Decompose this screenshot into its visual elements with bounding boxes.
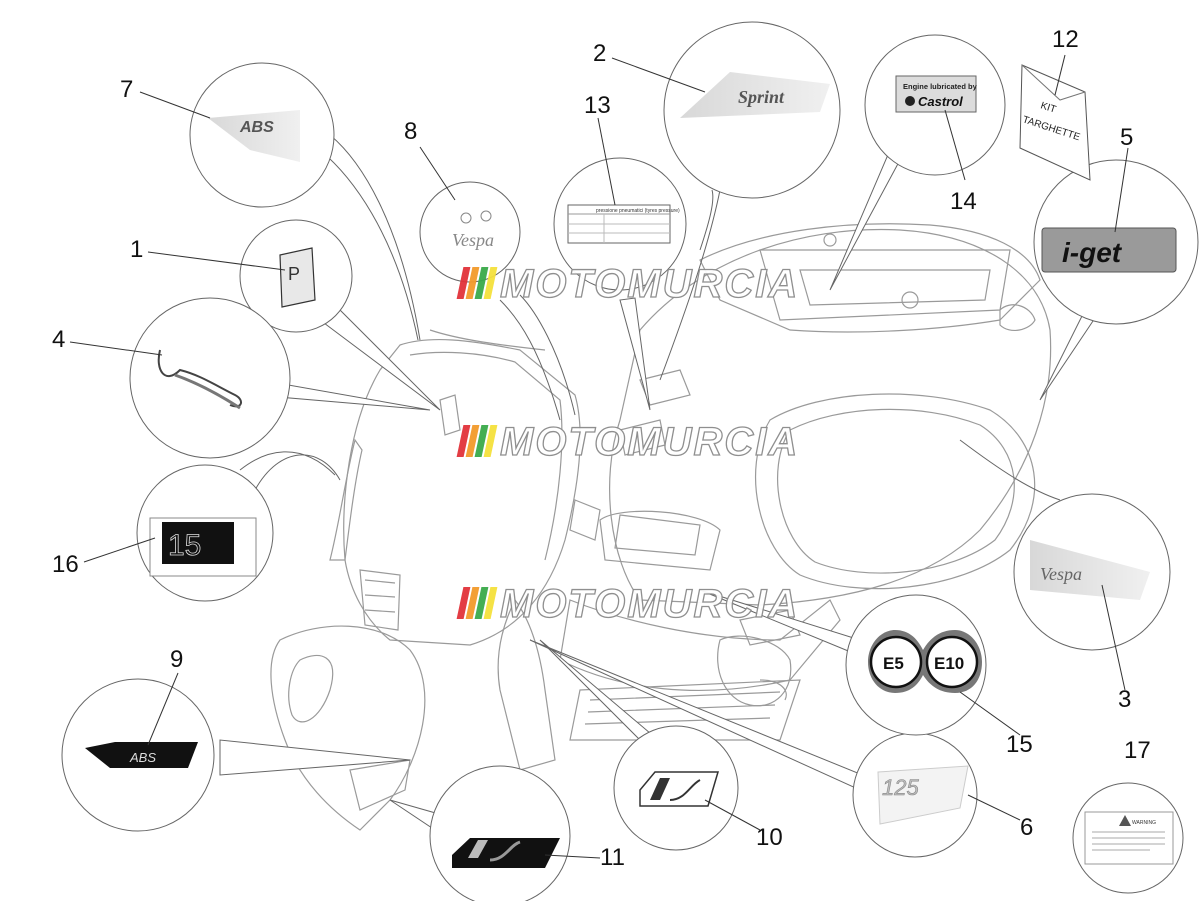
- callout-number-12: 12: [1052, 26, 1079, 53]
- decal-2-sprint: Sprint: [680, 72, 830, 118]
- e10-text: E10: [934, 654, 964, 673]
- callout-number-5: 5: [1120, 124, 1134, 151]
- watermark-3: MOTOMURCIA: [456, 581, 799, 629]
- castrol-line1: Engine lubricated by: [903, 82, 978, 91]
- callout-number-17: 17: [1124, 737, 1151, 764]
- decal-7-abs: ABS: [208, 110, 300, 162]
- callout-number-9: 9: [170, 646, 184, 673]
- vespa-side-text: Vespa: [1040, 564, 1082, 584]
- iget-text: i-get: [1062, 237, 1123, 268]
- callout-number-8: 8: [404, 118, 418, 145]
- sprint-text: Sprint: [738, 87, 785, 107]
- children-vespa-text: Vespa: [452, 230, 494, 250]
- callout-number-13: 13: [584, 92, 611, 119]
- decal-4-vespa-script: [157, 349, 242, 410]
- callout-number-15: 15: [1006, 731, 1033, 758]
- callout-number-16: 16: [52, 551, 79, 578]
- decal-5-iget: i-get: [1041, 227, 1177, 273]
- callout-number-3: 3: [1118, 686, 1132, 713]
- abs-low-text: ABS: [129, 750, 156, 765]
- one-two-five-text: 125: [882, 775, 919, 800]
- abs-text: ABS: [239, 119, 274, 136]
- decal-6-125: 125: [877, 765, 969, 825]
- watermark-2: MOTOMURCIA: [456, 419, 799, 467]
- decal-14-castrol: Engine lubricated by Castrol: [895, 75, 978, 113]
- decal-3-vespa-side: Vespa: [1030, 540, 1150, 600]
- callout-number-4: 4: [52, 326, 66, 353]
- decal-11-s-badge: [452, 838, 560, 868]
- decal-1-piaggio-badge: P: [279, 247, 316, 308]
- kit-line1: KIT: [1039, 100, 1057, 115]
- callout-number-2: 2: [593, 40, 607, 67]
- decal-15-e5-e10: E5 E10: [868, 630, 982, 693]
- decal-12-kit-envelope: KIT TARGHETTE: [1019, 64, 1091, 181]
- scooter-body: [270, 223, 1052, 831]
- e5-text: E5: [883, 654, 904, 673]
- svg-text:P: P: [288, 264, 300, 284]
- leader-lines: [69, 54, 1129, 859]
- decal-10-s-badge: [639, 771, 720, 807]
- callout-number-11: 11: [600, 844, 625, 871]
- decal-8-children: Vespa: [452, 210, 494, 250]
- callout-number-14: 14: [950, 188, 977, 215]
- decal-9-abs: ABS: [85, 742, 198, 768]
- fifteen-text: 15: [168, 529, 201, 562]
- castrol-brand: Castrol: [918, 94, 963, 109]
- warning-text: WARNING: [1132, 820, 1156, 826]
- callout-number-6: 6: [1020, 814, 1034, 841]
- callout-number-1: 1: [130, 236, 144, 263]
- decal-16-fifteen: 15: [149, 517, 257, 577]
- callout-number-10: 10: [756, 824, 783, 851]
- tyre-title: pressione pneumatici (tyres pressure): [596, 208, 680, 214]
- watermark-1: MOTOMURCIA: [456, 261, 799, 309]
- callout-number-7: 7: [120, 76, 134, 103]
- decal-17-warning: WARNING: [1084, 811, 1174, 865]
- decal-13-tyre-pressure: pressione pneumatici (tyres pressure): [567, 204, 680, 244]
